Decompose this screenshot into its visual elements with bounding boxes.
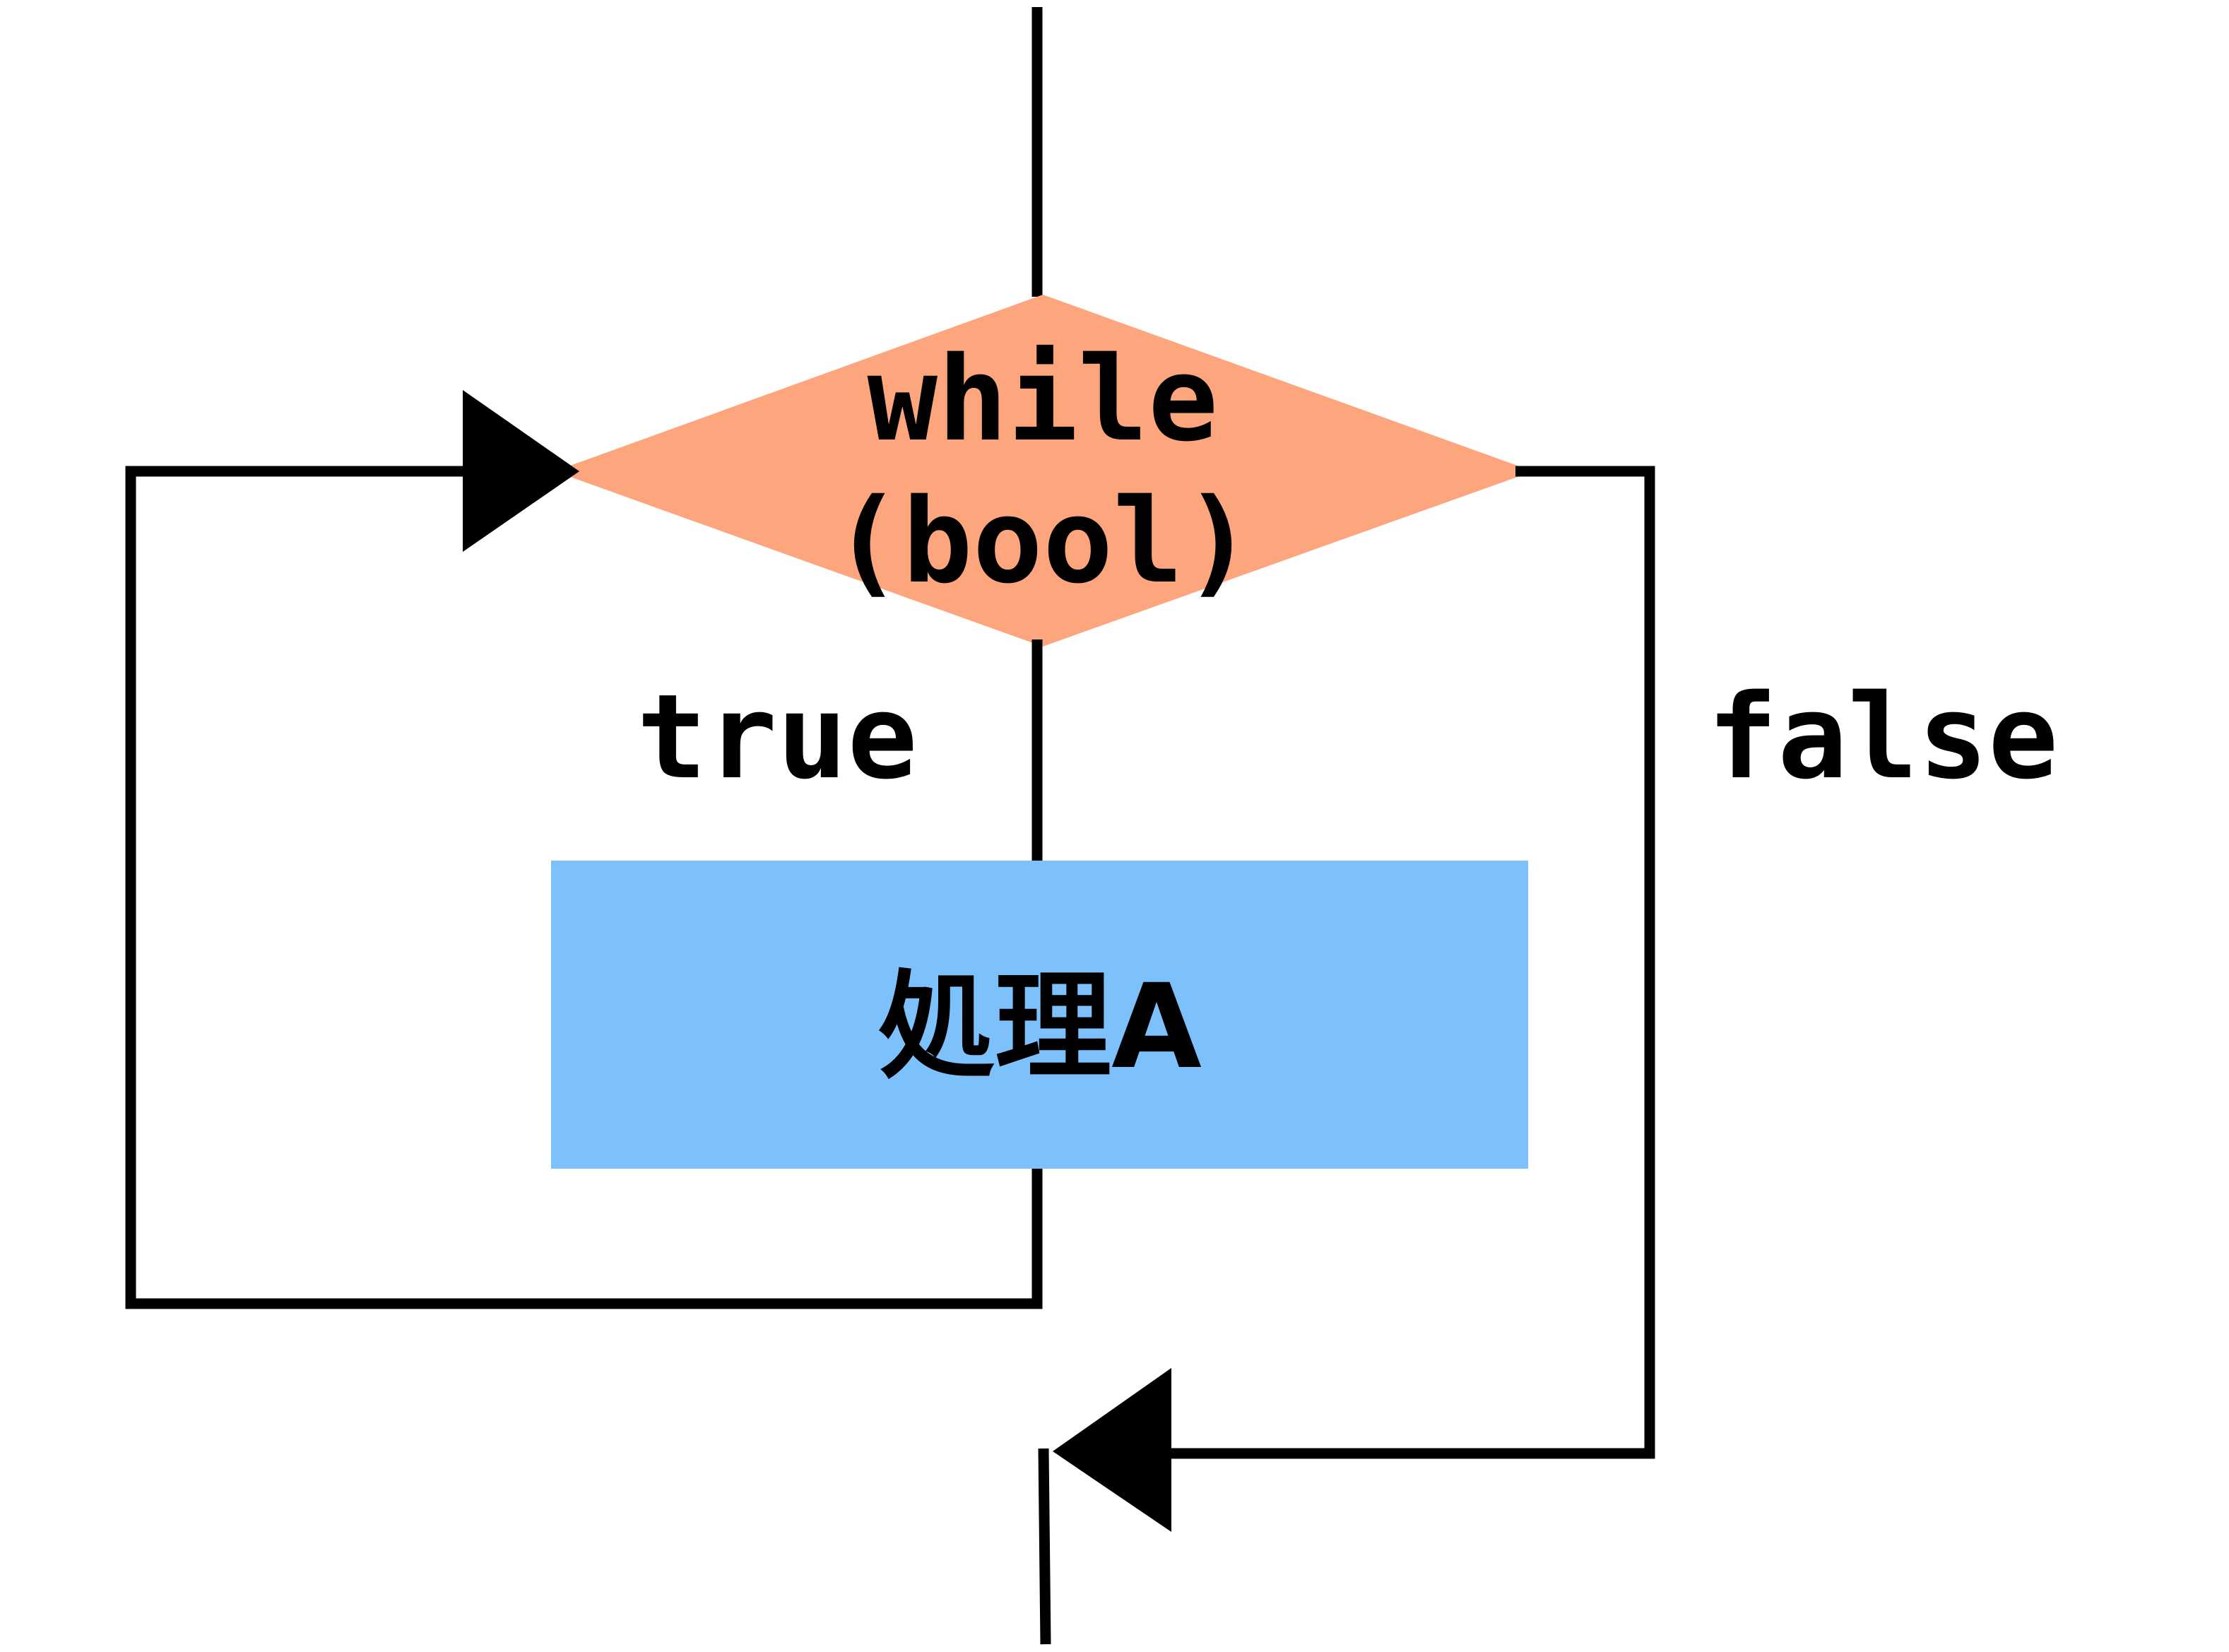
- condition-expression: (bool): [832, 473, 1253, 609]
- loop-back-arrowhead: [463, 390, 579, 552]
- condition-keyword: while: [868, 331, 1219, 467]
- false-branch-line: [1169, 466, 1655, 1459]
- process-label: 処理A: [878, 959, 1202, 1095]
- false-label: false: [1708, 669, 2059, 805]
- true-label: true: [637, 669, 917, 805]
- condition-diamond: [555, 295, 1533, 647]
- loop-back-line: [125, 466, 1043, 1309]
- process-box: [551, 861, 1528, 1169]
- exit-line: [1038, 1448, 1051, 1645]
- exit-arrowhead: [1053, 1368, 1171, 1532]
